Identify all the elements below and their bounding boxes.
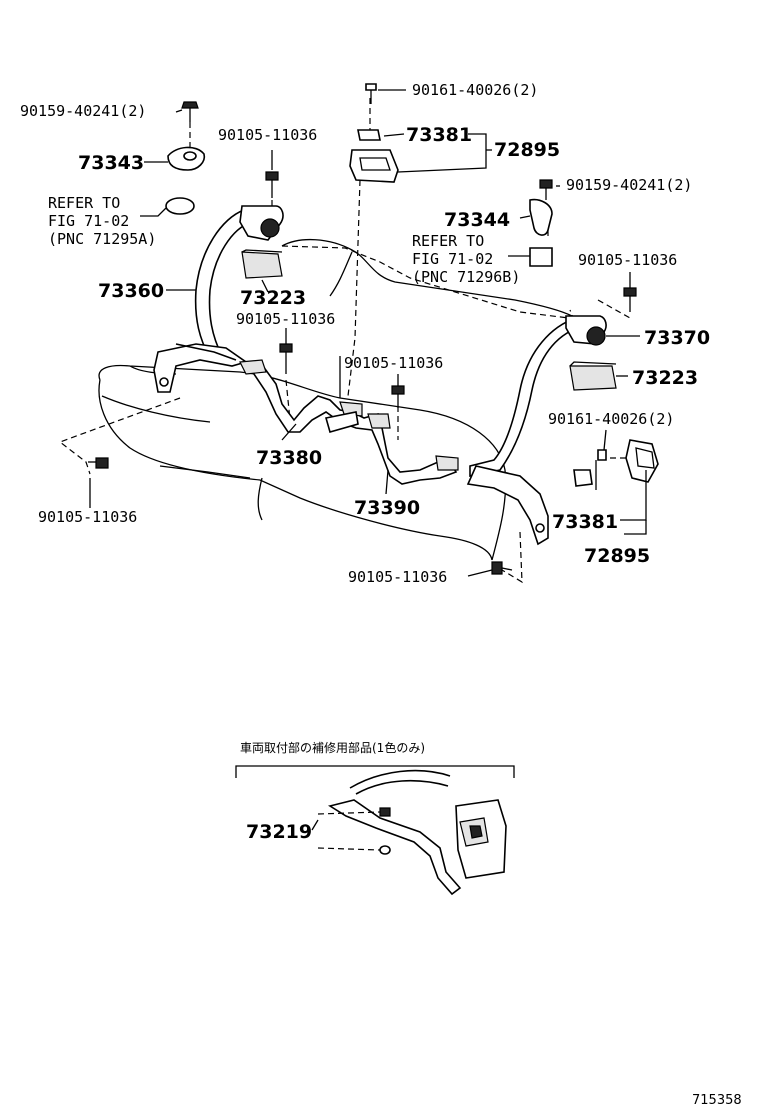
- label-73343: 73343: [78, 152, 144, 174]
- label-refer-a-line1: REFER TO: [48, 194, 120, 212]
- inset-note: 車両取付部の補修用部品(1色のみ): [240, 740, 425, 755]
- label-refer-b-line3: (PNC 71296B): [412, 268, 520, 286]
- small-parts: [88, 101, 637, 575]
- label-90105-11036-upper-right: 90105-11036: [578, 251, 677, 269]
- label-73219: 73219: [246, 821, 312, 843]
- label-73380: 73380: [256, 447, 322, 469]
- label-refer-b-line2: FIG 71-02: [412, 250, 493, 268]
- label-90105-11036-lower-left: 90105-11036: [38, 508, 137, 526]
- label-73381-lower: 73381: [552, 511, 618, 533]
- label-73381-top: 73381: [406, 124, 472, 146]
- label-73370: 73370: [644, 327, 710, 349]
- label-90105-11036-center-right: 90105-11036: [344, 354, 443, 372]
- label-90161-40026-top: 90161-40026(2): [412, 81, 538, 99]
- label-73223-right: 73223: [632, 367, 698, 389]
- part-labels: 90159-40241(2) 90161-40026(2) 73381 7289…: [20, 81, 742, 1108]
- right-belt-assembly: [466, 315, 617, 546]
- seat-outline: [98, 238, 586, 561]
- label-90105-11036-center: 90105-11036: [236, 310, 335, 328]
- label-refer-a-line2: FIG 71-02: [48, 212, 129, 230]
- label-90159-40241-left: 90159-40241(2): [20, 102, 146, 120]
- label-73223-left: 73223: [240, 287, 306, 309]
- left-belt-assembly: [153, 205, 284, 393]
- top-clip-assembly: [349, 83, 399, 183]
- label-90105-11036-lower-right: 90105-11036: [348, 568, 447, 586]
- right-clip-assembly: [573, 439, 659, 487]
- label-73344: 73344: [444, 209, 510, 231]
- center-straps: [239, 359, 459, 485]
- label-73360: 73360: [98, 280, 164, 302]
- leader-lines: [89, 89, 647, 577]
- label-72895-top: 72895: [494, 139, 560, 161]
- figure-number: 715358: [692, 1093, 742, 1108]
- label-90105-11036-upper-left: 90105-11036: [218, 126, 317, 144]
- label-90161-40026-lower: 90161-40026(2): [548, 410, 674, 428]
- inset-detail: [235, 765, 515, 896]
- label-refer-b-line1: REFER TO: [412, 232, 484, 250]
- label-73390: 73390: [354, 497, 420, 519]
- label-refer-a-line3: (PNC 71295A): [48, 230, 156, 248]
- label-72895-lower: 72895: [584, 545, 650, 567]
- label-90159-40241-right: 90159-40241(2): [566, 176, 692, 194]
